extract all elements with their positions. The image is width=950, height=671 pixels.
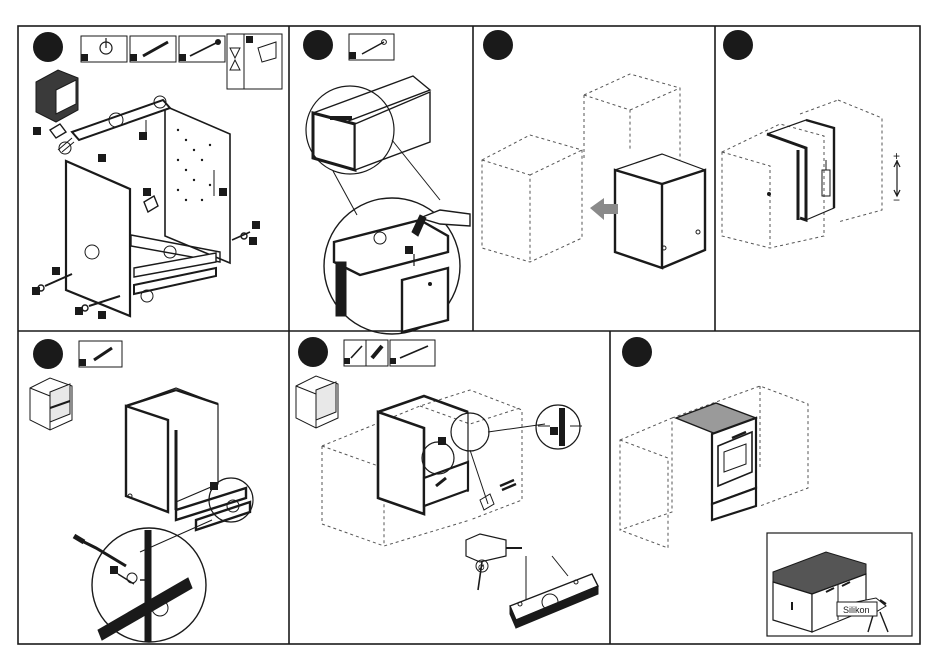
callout-marker — [438, 437, 446, 445]
panel-7: Silikon — [620, 337, 912, 636]
silikon-label: Silikon — [843, 605, 870, 615]
callout-marker — [405, 246, 413, 254]
dashed-cabinets — [722, 100, 882, 248]
long-screw-icon — [390, 340, 435, 366]
cabinet-carcass — [767, 120, 834, 220]
diameter-label: ⌀ — [478, 561, 485, 573]
callout-marker — [210, 482, 218, 490]
panel-2 — [303, 30, 470, 334]
panel-4: + − — [722, 30, 900, 248]
step-marker — [33, 32, 63, 62]
step-marker — [622, 337, 652, 367]
step-marker — [723, 30, 753, 60]
height-adjust-indicator — [894, 160, 900, 196]
dowel-icon — [79, 341, 122, 367]
screw-icon — [179, 36, 225, 62]
plus-label: + — [893, 149, 900, 163]
cabinet-thumbnail — [30, 378, 72, 430]
cam-lock-icon — [81, 36, 127, 62]
panel-1 — [32, 32, 282, 319]
step-marker — [483, 30, 513, 60]
plug-icon — [366, 340, 388, 366]
drawer-box — [306, 76, 470, 334]
callout-marker — [550, 427, 558, 435]
dowel-icon — [130, 36, 176, 62]
step-marker — [33, 339, 63, 369]
cabinet-carcass — [378, 396, 598, 628]
minus-label: − — [893, 193, 900, 207]
step-marker — [303, 30, 333, 60]
cabinet-carcass — [74, 388, 253, 642]
hourglass-glue-icon — [227, 34, 282, 89]
callout-marker — [110, 566, 118, 574]
panel-5 — [30, 339, 253, 642]
detail-inset — [767, 533, 912, 636]
panel-6: ⌀ — [296, 337, 598, 628]
cabinet-thumbnail — [36, 70, 78, 122]
nail-icon — [349, 34, 394, 60]
step-marker — [298, 337, 328, 367]
oven-unit — [676, 403, 756, 520]
cabinet-thumbnail — [296, 376, 338, 428]
panel-3 — [482, 30, 705, 268]
exploded-cabinet — [38, 96, 250, 316]
panel-grid — [18, 26, 920, 644]
cabinet-carcass — [615, 154, 705, 268]
screw-icon — [344, 340, 366, 366]
